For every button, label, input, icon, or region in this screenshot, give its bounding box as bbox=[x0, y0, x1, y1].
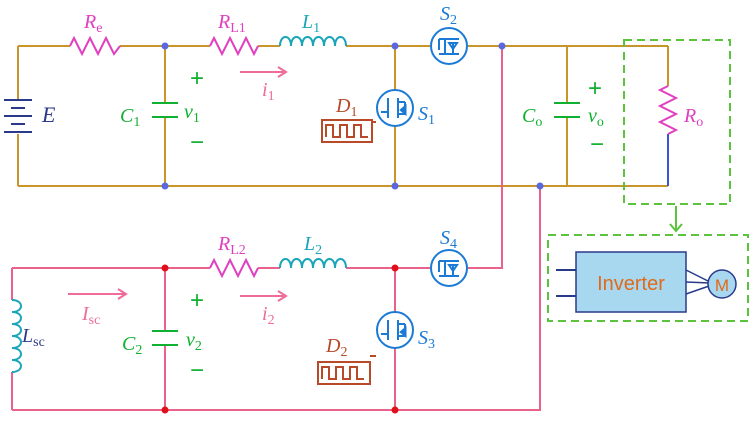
label-lsc: Lsc bbox=[21, 325, 45, 350]
label-rl1: RL1 bbox=[217, 11, 246, 36]
switch-s4 bbox=[430, 249, 468, 287]
label-e: E bbox=[41, 102, 56, 127]
load-ro-dashed-box bbox=[623, 39, 731, 205]
resistor-rl1 bbox=[209, 35, 259, 57]
top-circuit-wires bbox=[17, 45, 669, 187]
capacitor-co bbox=[554, 102, 580, 118]
inverter-input-wires bbox=[556, 269, 576, 297]
current-arrow-i1 bbox=[240, 66, 288, 78]
label-l1: L1 bbox=[301, 11, 320, 36]
label-c1: C1 bbox=[120, 105, 140, 130]
motor-label: M bbox=[715, 276, 729, 295]
load-to-inverter-arrow bbox=[669, 206, 683, 233]
inductor-l2 bbox=[279, 258, 347, 269]
label-l2: L2 bbox=[303, 233, 322, 258]
label-co: Co bbox=[522, 105, 542, 130]
motor-m bbox=[707, 269, 737, 299]
label-s2: S2 bbox=[440, 3, 457, 28]
label-v1-minus: − bbox=[190, 129, 204, 156]
label-v1: v1 bbox=[184, 101, 200, 126]
label-vo-plus: + bbox=[588, 75, 602, 102]
link-bottom-to-top bbox=[395, 186, 541, 411]
label-d1: D1 bbox=[335, 95, 357, 120]
capacitor-c2 bbox=[152, 330, 178, 346]
driver-d1-pulse-box bbox=[321, 119, 376, 143]
junction-dots-bottom bbox=[161, 264, 399, 414]
switch-s2 bbox=[430, 27, 468, 65]
label-v2: v2 bbox=[186, 329, 202, 354]
inverter-block bbox=[575, 251, 687, 313]
link-wires bbox=[395, 46, 541, 411]
capacitor-c1 bbox=[152, 102, 178, 118]
switch-s3 bbox=[376, 311, 414, 349]
battery-e bbox=[4, 99, 32, 133]
label-v2-minus: − bbox=[190, 357, 204, 384]
label-v2-plus: + bbox=[190, 287, 204, 314]
driver-d2-pulse-box bbox=[317, 355, 376, 385]
label-vo: vo bbox=[588, 105, 604, 130]
link-s4-to-top bbox=[468, 46, 503, 269]
inductor-l1 bbox=[279, 36, 347, 47]
label-ro: Ro bbox=[683, 105, 703, 130]
label-v1-plus: + bbox=[190, 65, 204, 92]
inductor-lsc bbox=[11, 299, 22, 373]
label-isc: Isc bbox=[81, 303, 100, 328]
label-c2: C2 bbox=[122, 333, 142, 358]
label-rl2: RL2 bbox=[217, 233, 246, 258]
resistor-rl2 bbox=[209, 257, 259, 279]
label-d2: D2 bbox=[325, 335, 347, 360]
label-vo-minus: − bbox=[590, 131, 604, 158]
junction-dots-top bbox=[161, 42, 544, 190]
label-re: Re bbox=[83, 11, 102, 36]
resistor-re bbox=[69, 35, 121, 57]
label-i2: i2 bbox=[262, 303, 275, 328]
label-s4: S4 bbox=[440, 227, 457, 252]
label-i1: i1 bbox=[262, 79, 275, 104]
switch-s1 bbox=[376, 89, 414, 127]
inverter-label: Inverter bbox=[597, 273, 665, 295]
resistor-ro bbox=[657, 85, 679, 135]
current-arrow-i2 bbox=[240, 290, 288, 302]
label-s1: S1 bbox=[418, 103, 435, 128]
bottom-circuit-wires bbox=[11, 267, 430, 411]
label-s3: S3 bbox=[418, 327, 435, 352]
current-arrow-isc bbox=[68, 288, 128, 300]
